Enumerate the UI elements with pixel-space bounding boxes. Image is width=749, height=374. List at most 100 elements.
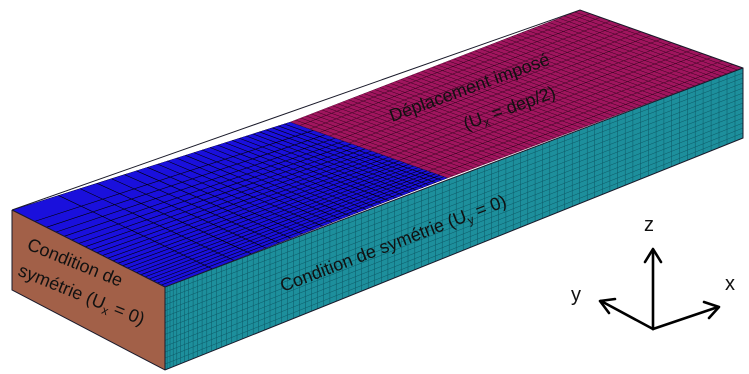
mesh-line [283,123,443,181]
mesh-line [252,133,411,193]
mesh-line [165,127,743,359]
mesh-line [96,182,252,255]
mesh-line [165,102,743,329]
mesh-line [91,150,372,251]
x-axis-label: x [725,273,735,295]
mesh-line [398,49,693,161]
mesh-line [193,152,351,217]
mesh-line [165,72,743,294]
end-face [12,210,165,370]
mesh-line [231,140,390,201]
top-face-blue-fill [12,122,448,287]
side-mesh-lines [165,68,743,370]
top-bc-subscript: x [481,115,491,130]
mesh-line [438,64,733,175]
x-axis-arrowhead [702,300,721,320]
mesh-line [349,31,642,144]
mesh-line [58,195,213,270]
mesh-line [122,162,405,266]
mesh-line [140,168,424,276]
mesh-line [34,130,314,222]
mesh-line [166,160,324,227]
mesh-line [299,13,591,126]
mesh-line [265,129,424,188]
mesh-line [46,134,326,228]
mesh-line [112,158,395,262]
axes-triad [598,247,721,331]
mesh-line [160,176,445,286]
mesh-line [131,165,415,271]
mesh-line [102,154,384,256]
mesh-line [388,46,682,158]
mesh-line [79,188,235,261]
mesh-line [408,53,703,165]
mesh-line [165,132,743,365]
mesh-line [277,125,436,183]
mesh-line [146,166,303,235]
z-axis-label: z [644,214,654,236]
mesh-line [165,97,743,323]
mesh-line [185,154,342,220]
mesh-line [224,142,382,204]
box-edges [11,9,744,371]
blue-mesh-lines [12,122,448,287]
magenta-mesh-lines [290,10,743,178]
mesh-line [329,24,621,137]
mesh-line [165,82,743,306]
mesh-line [85,148,366,248]
mesh-line [64,140,344,237]
mesh-line [165,92,743,317]
mesh-line [135,170,292,239]
x-axis-line [651,305,720,331]
mesh-line [209,147,367,210]
mesh-line [71,143,352,241]
mesh-line [290,10,581,123]
mesh-line [238,137,397,199]
mesh-line [157,174,441,284]
mesh-line [165,117,743,347]
mesh-line [259,131,417,191]
mesh-line [309,17,601,130]
mesh-line [378,42,672,154]
top-face-magenta [290,10,743,178]
mesh-line [148,171,432,280]
mesh-line [96,152,378,253]
y-axis-line [599,299,655,331]
mesh-line [107,156,390,259]
mesh-line [418,56,713,168]
mesh-line [165,87,743,311]
mesh-line [368,38,662,151]
mesh-line [359,35,652,147]
y-axis-arrowhead [598,297,617,315]
end-bc-subscript: x [100,303,111,318]
mesh-line [144,170,428,278]
mesh-line [176,157,333,223]
mesh-line [245,135,404,196]
mesh-line [111,178,267,249]
mesh-line [165,112,743,341]
mesh-line [157,163,314,231]
mesh-line [271,127,430,186]
mesh-line [78,146,359,244]
side-face [165,68,743,370]
mesh-line [153,173,436,282]
mesh-line [165,77,743,300]
mesh-line [165,122,743,353]
mesh-line [136,167,419,273]
mesh-line [217,144,375,207]
mesh-line [319,20,611,133]
mesh-line [124,174,280,244]
z-axis-arrowhead [643,247,663,264]
mesh-line [428,60,723,172]
mesh-line [127,163,410,269]
end-face-fill [12,210,165,370]
mesh-line [339,27,631,140]
y-axis-label: y [571,284,581,306]
mesh-line [201,149,359,213]
mesh-line [165,107,743,335]
mesh-line [117,160,400,264]
mesh-line [55,137,336,233]
side-bc-subscript: y [465,212,476,227]
top-face-blue [12,122,448,287]
